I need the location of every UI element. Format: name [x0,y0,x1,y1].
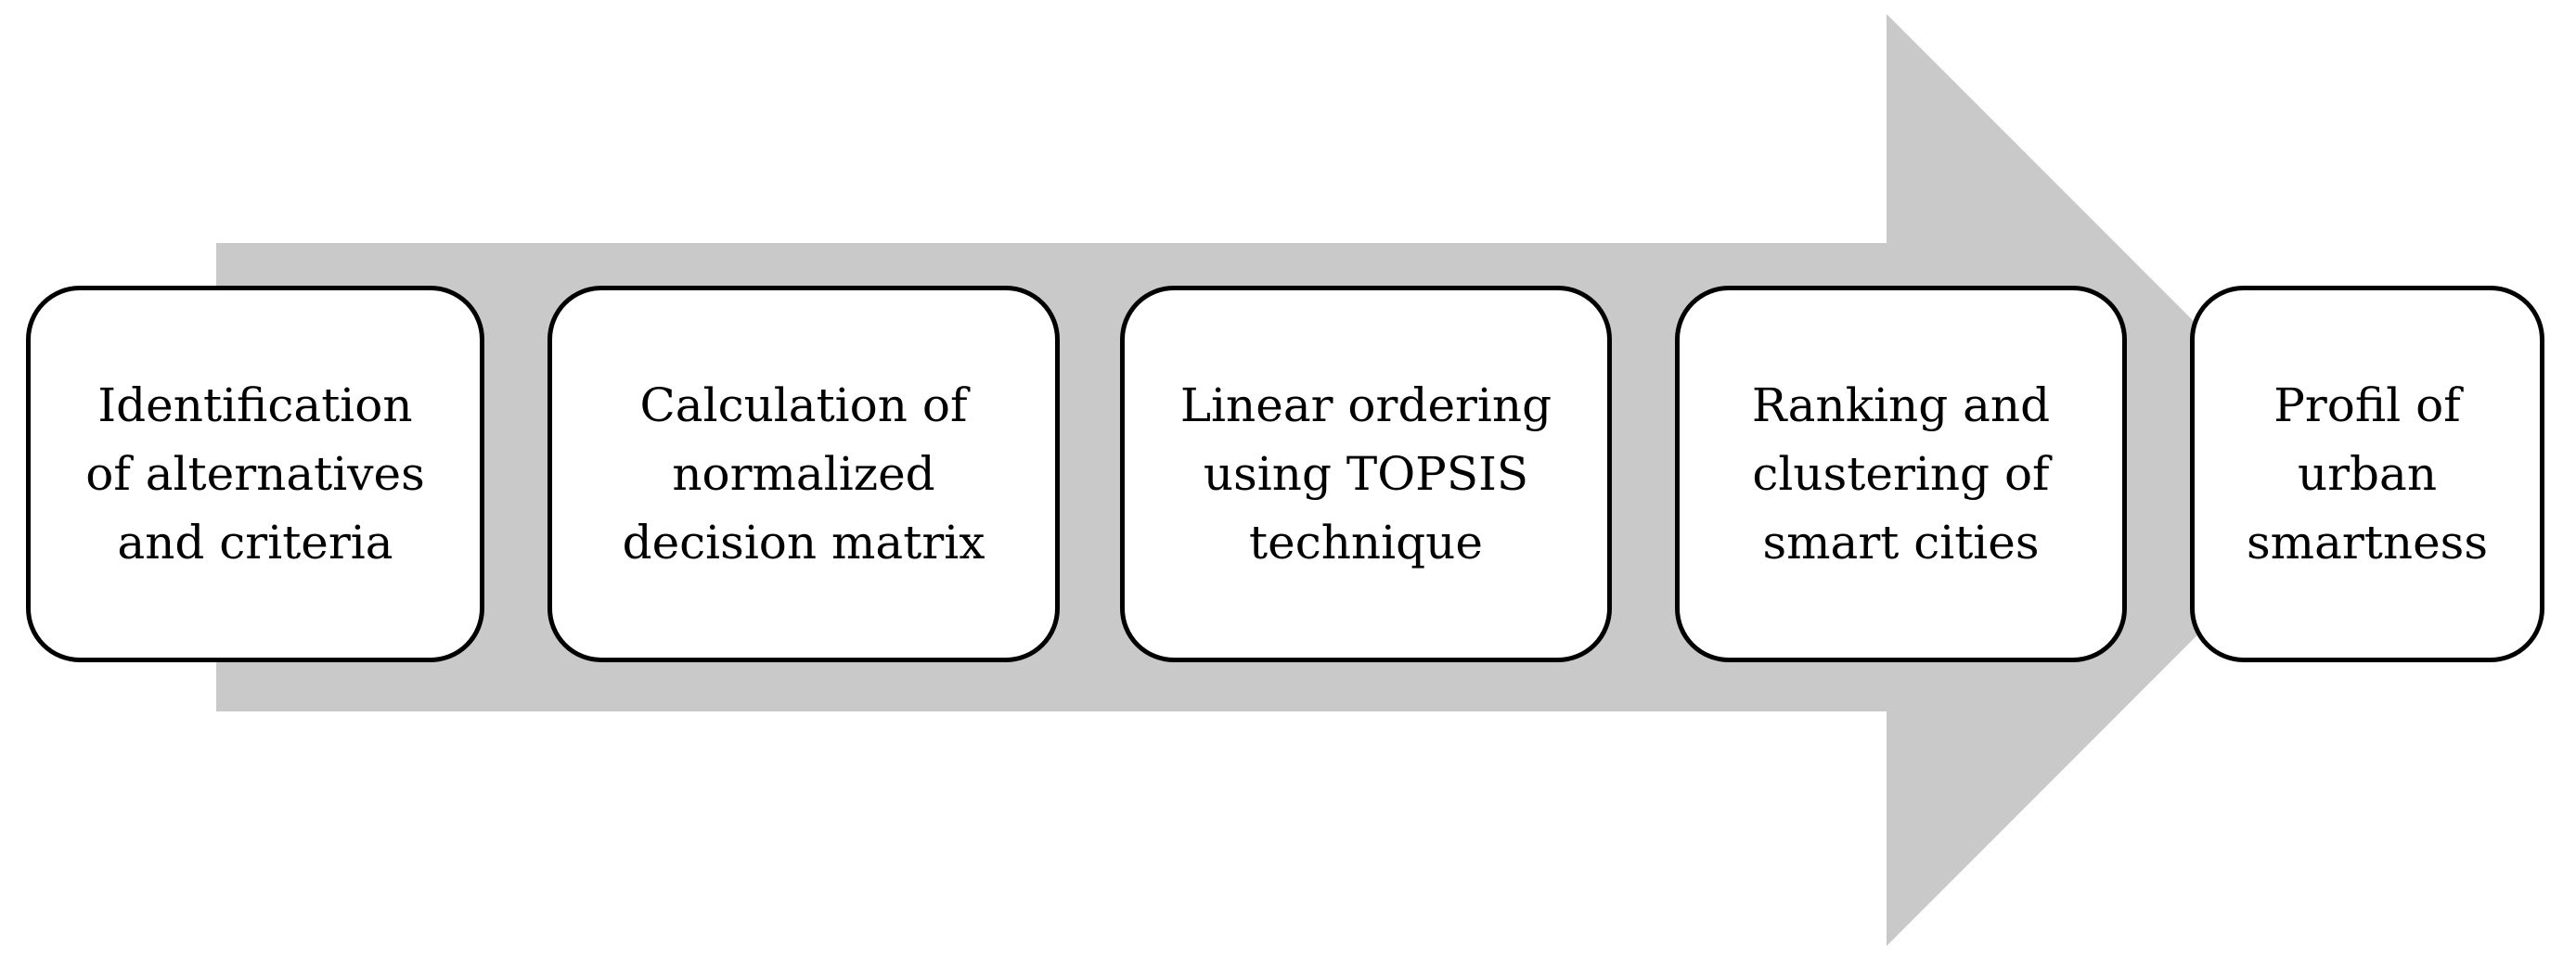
stage-box-urban-smartness-profile: Profil of urban smartness [2190,286,2544,662]
stage-box-normalized-matrix: Calculation of normalized decision matri… [547,286,1060,662]
stage-box-topsis-ordering: Linear ordering using TOPSIS technique [1120,286,1612,662]
stage-label-line: Ranking and [1751,378,2051,432]
stage-label-line: decision matrix [622,516,985,570]
stage-label-line: using TOPSIS [1203,447,1529,501]
stage-label-line: clustering of [1752,447,2050,501]
stage-box-ranking-clustering: Ranking and clustering of smart cities [1675,286,2127,662]
stage-label-line: Linear ordering [1179,378,1552,432]
stage-label-line: technique [1249,516,1483,570]
stage-label-line: Calculation of [639,378,968,432]
stage-box-identification: Identification of alternatives and crite… [26,286,484,662]
stage-label-line: Identification [97,378,413,432]
stage-label-line: of alternatives [85,447,425,501]
stage-label-line: smartness [2247,516,2488,570]
stage-label-line: urban [2297,447,2438,501]
stage-label-line: Profil of [2273,378,2461,432]
stage-label-line: smart cities [1762,516,2040,570]
stage-label-line: normalized [672,447,935,501]
stage-label-line: and criteria [117,516,393,570]
